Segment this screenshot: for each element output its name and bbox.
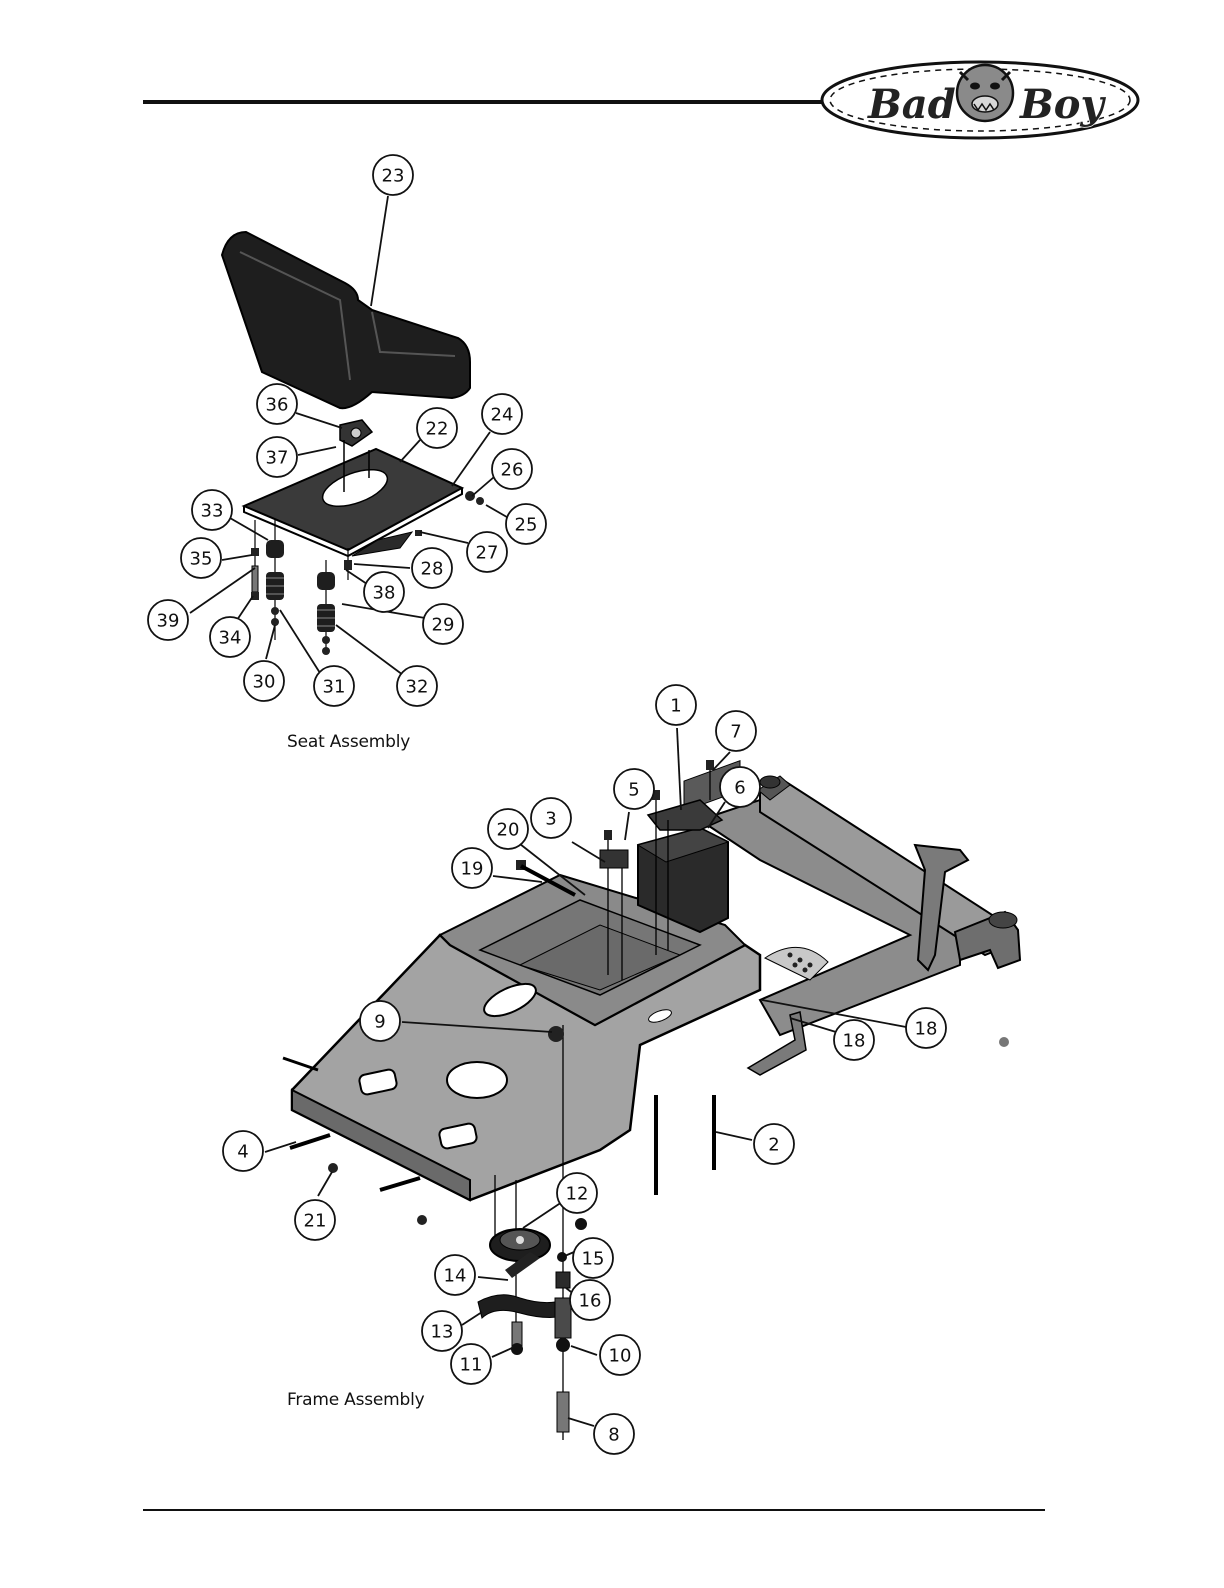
callout-number: 38 — [373, 583, 396, 604]
callout-number: 33 — [201, 501, 224, 522]
frame-callout-14: 14 — [435, 1255, 475, 1295]
callout-number: 27 — [476, 543, 499, 564]
callout-number: 21 — [304, 1211, 327, 1232]
brand-logo: Bad Boy — [822, 62, 1138, 138]
callout-number: 18 — [915, 1019, 938, 1040]
callout-number: 25 — [515, 515, 538, 536]
seat-callout-28: 28 — [412, 548, 452, 588]
callout-number: 10 — [609, 1346, 632, 1367]
callout-number: 4 — [237, 1142, 248, 1163]
callout-number: 23 — [382, 166, 405, 187]
idler-arm — [478, 1295, 565, 1318]
frame-callout-18: 18 — [834, 1020, 874, 1060]
callout-number: 35 — [190, 549, 213, 570]
frame-assembly-drawing — [283, 760, 1020, 1440]
callout-number: 11 — [460, 1355, 483, 1376]
seat-callout-23: 23 — [373, 155, 413, 195]
callout-number: 15 — [582, 1249, 605, 1270]
callout-number: 3 — [545, 809, 556, 830]
logo-wordmark-left: Bad — [867, 81, 956, 128]
seat-callout-29: 29 — [423, 604, 463, 644]
callout-number: 14 — [444, 1266, 467, 1287]
callout-number: 28 — [421, 559, 444, 580]
callout-number: 2 — [768, 1135, 779, 1156]
frame-callout-5: 5 — [614, 769, 654, 809]
callout-number: 9 — [374, 1012, 385, 1033]
callout-number: 16 — [579, 1291, 602, 1312]
callout-number: 32 — [406, 677, 429, 698]
seat-callout-31: 31 — [314, 666, 354, 706]
frame-callout-11: 11 — [451, 1344, 491, 1384]
seat-callout-33: 33 — [192, 490, 232, 530]
seat-callout-36: 36 — [257, 384, 297, 424]
seat-callout-22: 22 — [417, 408, 457, 448]
seat-callout-34: 34 — [210, 617, 250, 657]
frame-callout-21: 21 — [295, 1200, 335, 1240]
seat-cushion — [222, 232, 470, 408]
frame-callout-19: 19 — [452, 848, 492, 888]
seat-callout-26: 26 — [492, 449, 532, 489]
frame-callout-1: 1 — [656, 685, 696, 725]
frame-callout-16: 16 — [570, 1280, 610, 1320]
frame-callout-18: 18 — [906, 1008, 946, 1048]
callout-number: 7 — [730, 722, 741, 743]
frame-callout-4: 4 — [223, 1131, 263, 1171]
frame-callout-15: 15 — [573, 1238, 613, 1278]
logo-wordmark-right: Boy — [1019, 81, 1106, 128]
frame-callout-3: 3 — [531, 798, 571, 838]
frame-callout-10: 10 — [600, 1335, 640, 1375]
bulldog-head-icon — [957, 65, 1013, 121]
seat-callout-30: 30 — [244, 661, 284, 701]
seat-callout-32: 32 — [397, 666, 437, 706]
callout-number: 26 — [501, 460, 524, 481]
callout-number: 18 — [843, 1031, 866, 1052]
frame-callout-12: 12 — [557, 1173, 597, 1213]
seat-callout-35: 35 — [181, 538, 221, 578]
callout-number: 1 — [670, 696, 681, 717]
frame-callout-8: 8 — [594, 1414, 634, 1454]
seat-callout-27: 27 — [467, 532, 507, 572]
footer-rule — [143, 1509, 1045, 1511]
callout-number: 24 — [491, 405, 514, 426]
seat-assembly-caption: Seat Assembly — [287, 732, 410, 752]
callout-number: 12 — [566, 1184, 589, 1205]
frame-callout-2: 2 — [754, 1124, 794, 1164]
frame-assembly-caption: Frame Assembly — [287, 1390, 425, 1410]
frame-callout-9: 9 — [360, 1001, 400, 1041]
callout-number: 8 — [608, 1425, 619, 1446]
callout-number: 36 — [266, 395, 289, 416]
callout-number: 20 — [497, 820, 520, 841]
callout-number: 6 — [734, 778, 745, 799]
callout-number: 29 — [432, 615, 455, 636]
callout-number: 22 — [426, 419, 449, 440]
frame-callout-13: 13 — [422, 1311, 462, 1351]
callout-number: 39 — [157, 611, 180, 632]
callout-number: 30 — [253, 672, 276, 693]
callout-number: 34 — [219, 628, 242, 649]
seat-callout-37: 37 — [257, 437, 297, 477]
seat-callout-39: 39 — [148, 600, 188, 640]
seat-callout-24: 24 — [482, 394, 522, 434]
callout-number: 19 — [461, 859, 484, 880]
seat-callout-38: 38 — [364, 572, 404, 612]
frame-callout-20: 20 — [488, 809, 528, 849]
seat-callout-25: 25 — [506, 504, 546, 544]
callout-number: 31 — [323, 677, 346, 698]
callout-number: 5 — [628, 780, 639, 801]
callout-number: 37 — [266, 448, 289, 469]
frame-callout-7: 7 — [716, 711, 756, 751]
callout-number: 13 — [431, 1322, 454, 1343]
frame-callout-6: 6 — [720, 767, 760, 807]
